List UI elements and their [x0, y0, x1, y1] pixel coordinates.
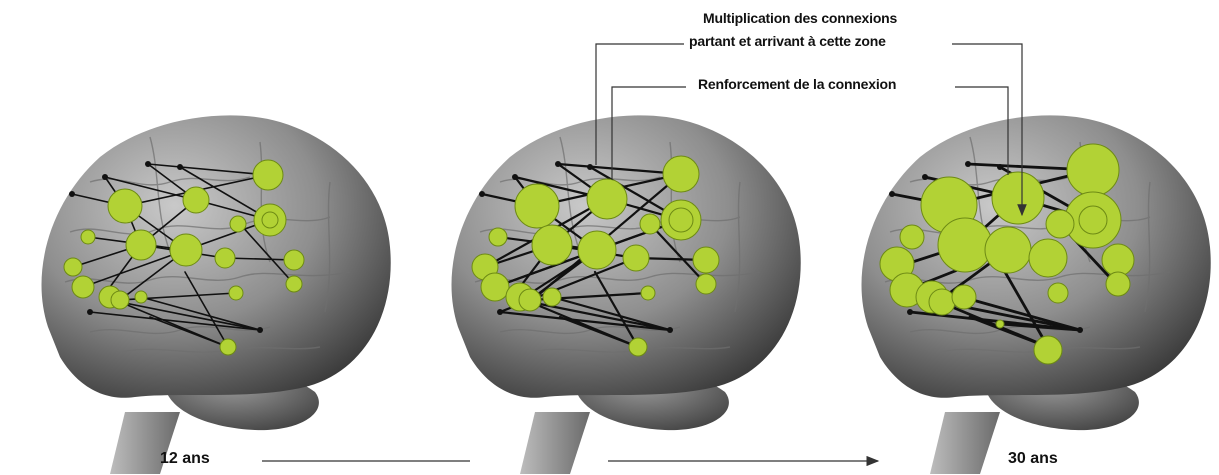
brain-stage-3	[861, 115, 1210, 474]
arrow-right-icon	[870, 454, 871, 455]
age-label-end: 30 ans	[1008, 450, 1058, 468]
brain-stage-2	[451, 115, 800, 474]
age-label-start: 12 ans	[160, 450, 210, 468]
brain-stage-1	[41, 115, 390, 474]
annotation-multiplication-line2: partant et arrivant à cette zone	[689, 33, 886, 49]
annotation-multiplication-line1: Multiplication des connexions	[703, 10, 897, 26]
annotation-renforcement: Renforcement de la connexion	[698, 76, 896, 92]
